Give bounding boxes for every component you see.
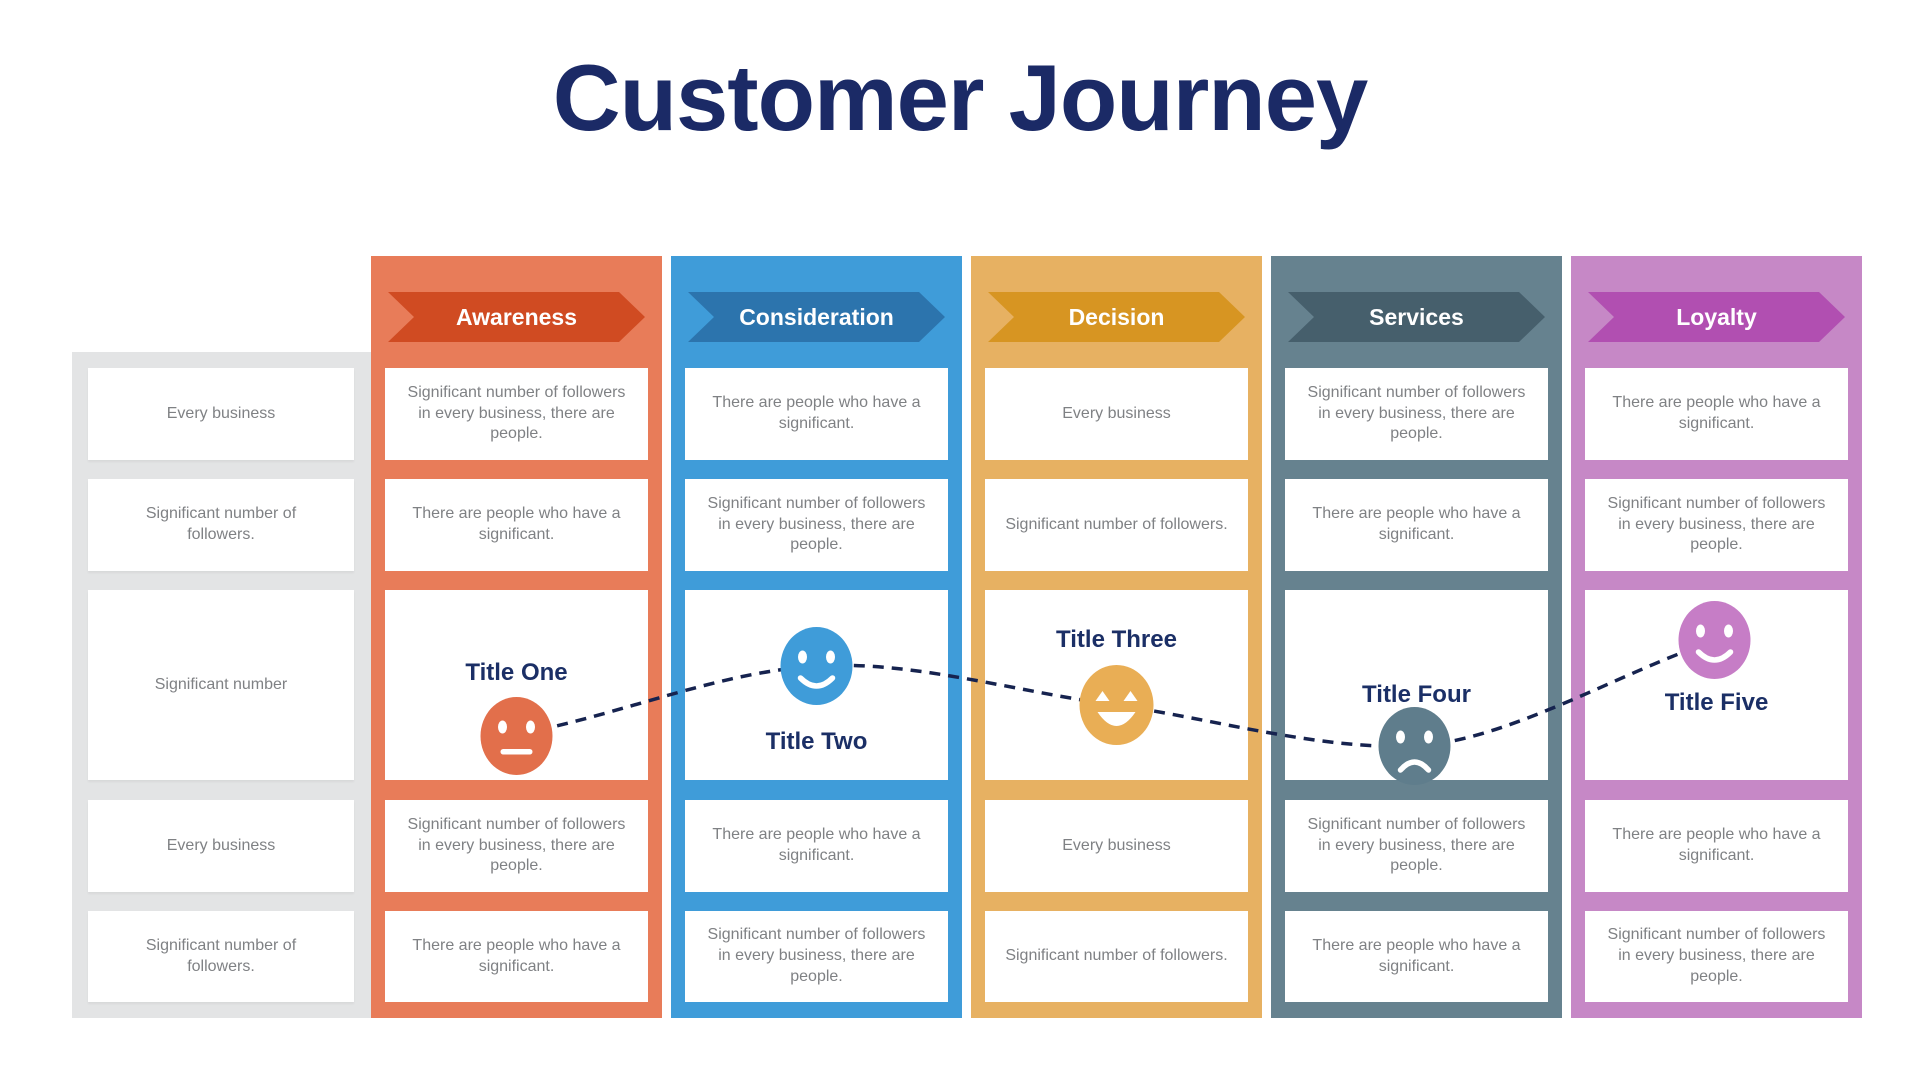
info-cell: There are people who have a significant. [1585, 368, 1848, 460]
column-services: Services Significant number of followers… [1271, 256, 1562, 1018]
stage-highlight-cell: Title Three [985, 590, 1248, 780]
stage-title: Title Three [1056, 626, 1177, 653]
info-cell: Significant number of followers. [985, 911, 1248, 1002]
stage-banner-label: Awareness [455, 303, 578, 330]
row-label: Significant number of followers. [88, 911, 354, 1002]
stage-banner-label: Loyalty [1676, 303, 1757, 330]
info-cell: There are people who have a significant. [1585, 800, 1848, 892]
info-cell: Significant number of followers in every… [1285, 800, 1548, 892]
row-label-text: Every business [166, 404, 276, 422]
info-cell-text: Significant number of followers. [1005, 515, 1228, 533]
info-cell: Significant number of followers in every… [1285, 368, 1548, 460]
info-cell-text: There are people who have a significant. [712, 394, 921, 432]
stage-banner-arrow: Services [1288, 292, 1545, 342]
row-label-text: Significant number of followers. [145, 936, 297, 975]
stage-title: Title Two [765, 728, 868, 755]
stage-highlight-cell: Title Five [1585, 590, 1848, 780]
info-cell-text: Every business [1062, 404, 1171, 422]
stage-highlight-cell: Title Four [1285, 590, 1548, 780]
info-cell-text: There are people who have a significant. [1612, 394, 1821, 432]
stage-banner-label: Decision [1068, 303, 1165, 330]
info-cell: There are people who have a significant. [385, 479, 648, 571]
info-cell-text: Significant number of followers in every… [407, 383, 626, 443]
info-cell: There are people who have a significant. [385, 911, 648, 1002]
stage-title: Title Four [1362, 681, 1471, 708]
info-cell-text: Significant number of followers in every… [407, 815, 626, 875]
info-cell: Significant number of followers in every… [1585, 479, 1848, 571]
stage-highlight-cell: Title Two [685, 590, 948, 780]
row-label-text: Significant number [154, 675, 288, 693]
info-cell-text: Significant number of followers in every… [1307, 383, 1526, 443]
info-cell-text: There are people who have a significant. [1312, 505, 1521, 543]
info-cell-text: Significant number of followers in every… [1307, 815, 1526, 875]
stage-banner-arrow: Decision [988, 292, 1245, 342]
info-cell-text: Significant number of followers in every… [707, 926, 926, 985]
row-labels-panel: Every business Significant number of fol… [72, 352, 371, 1018]
stage-banner-arrow: Consideration [688, 292, 945, 342]
row-label: Every business [88, 368, 354, 460]
info-cell: Significant number of followers in every… [685, 479, 948, 571]
stage-banner-label: Services [1369, 303, 1464, 330]
stage-banner-arrow: Loyalty [1588, 292, 1845, 342]
info-cell-text: There are people who have a significant. [412, 505, 621, 543]
row-label-text: Significant number of followers. [145, 505, 297, 543]
info-cell: There are people who have a significant. [685, 800, 948, 892]
column-awareness: Awareness Significant number of follower… [371, 256, 662, 1018]
stage-highlight-cell: Title One [385, 590, 648, 780]
info-cell-text: Significant number of followers in every… [707, 494, 926, 554]
info-cell-text: Significant number of followers. [1005, 947, 1228, 965]
column-decision: Decision Every business Significant numb… [971, 256, 1262, 1018]
info-cell-text: There are people who have a significant. [1612, 826, 1821, 864]
info-cell-text: Significant number of followers in every… [1607, 494, 1826, 554]
stage-title: Title One [465, 659, 568, 686]
info-cell-text: Significant number of followers in every… [1607, 926, 1826, 985]
row-label: Significant number of followers. [88, 479, 354, 571]
stage-banner-arrow: Awareness [388, 292, 645, 342]
row-label: Every business [88, 800, 354, 892]
info-cell: There are people who have a significant. [1285, 479, 1548, 571]
stage-title: Title Five [1664, 689, 1769, 716]
info-cell: Significant number of followers in every… [1585, 911, 1848, 1002]
info-cell: Significant number of followers in every… [385, 368, 648, 460]
info-cell: There are people who have a significant. [685, 368, 948, 460]
info-cell-text: There are people who have a significant. [412, 936, 621, 975]
info-cell: Significant number of followers in every… [385, 800, 648, 892]
info-cell-text: There are people who have a significant. [712, 826, 921, 864]
column-consideration: Consideration There are people who have … [671, 256, 962, 1018]
column-loyalty: Loyalty There are people who have a sign… [1571, 256, 1862, 1018]
row-label: Significant number [88, 590, 354, 780]
row-label-text: Every business [166, 836, 276, 854]
stage-banner-label: Consideration [739, 303, 894, 330]
info-cell-text: Every business [1062, 836, 1171, 854]
info-cell: Every business [985, 368, 1248, 460]
info-cell: Significant number of followers in every… [685, 911, 948, 1002]
info-cell: There are people who have a significant. [1285, 911, 1548, 1002]
info-cell: Every business [985, 800, 1248, 892]
info-cell: Significant number of followers. [985, 479, 1248, 571]
page-title: Customer Journey [552, 45, 1369, 150]
info-cell-text: There are people who have a significant. [1312, 936, 1521, 975]
